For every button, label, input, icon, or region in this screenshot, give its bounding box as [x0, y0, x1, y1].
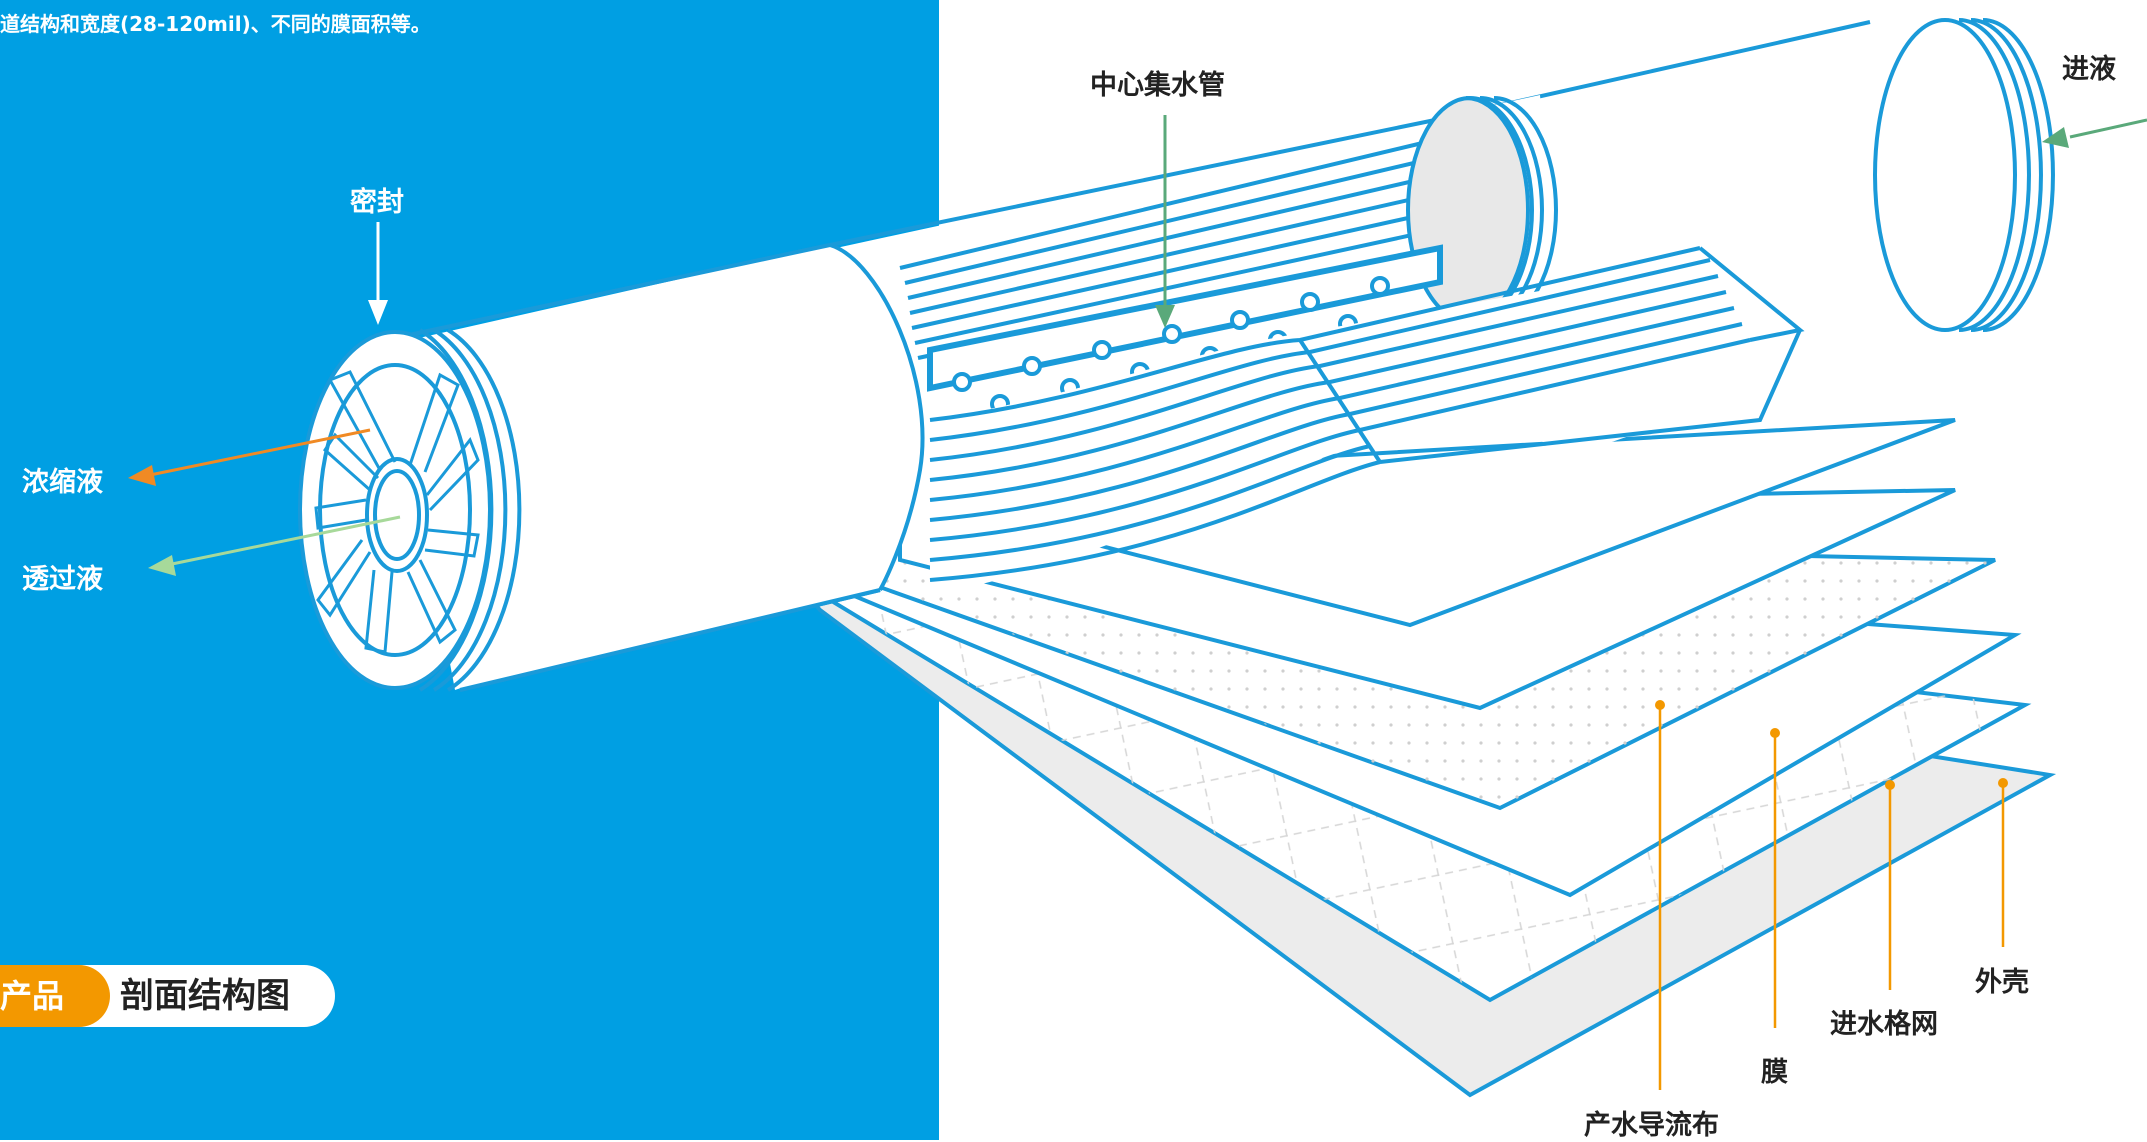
seal-label: 密封	[350, 180, 404, 219]
center-tube-label: 中心集水管	[1090, 63, 1225, 102]
permeate-label: 透过液	[22, 557, 103, 596]
badge-tag: 产品	[0, 965, 110, 1027]
membrane-label: 膜	[1761, 1050, 1788, 1089]
top-caption: 道结构和宽度(28-120mil)、不同的膜面积等。	[0, 8, 431, 37]
section-title-badge: 产品 剖面结构图	[0, 965, 335, 1027]
feed-arrow	[2042, 120, 2147, 148]
concentrate-label: 浓缩液	[22, 460, 103, 499]
badge-title: 剖面结构图	[120, 965, 290, 1027]
shell-label: 外壳	[1975, 960, 2029, 999]
feed-label: 进液	[2062, 47, 2116, 86]
feed-spacer-label: 进水格网	[1830, 1002, 1938, 1041]
seal-arrow	[368, 222, 388, 325]
product-carrier-label: 产水导流布	[1584, 1103, 1719, 1142]
